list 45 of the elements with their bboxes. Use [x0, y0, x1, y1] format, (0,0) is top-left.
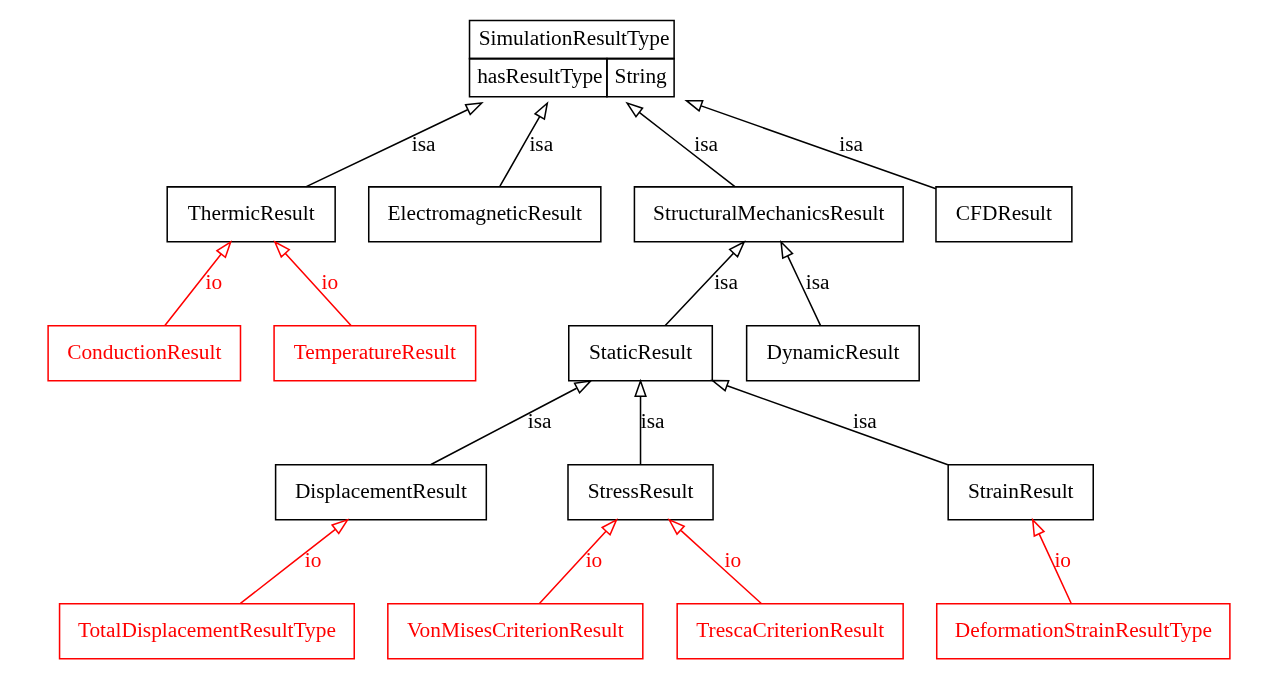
node-box: ElectromagneticResult — [368, 186, 602, 243]
edge-label: isa — [529, 131, 554, 156]
node-box: VonMisesCriterionResult — [387, 602, 644, 660]
node-box: DynamicResult — [745, 325, 920, 382]
edge-label: isa — [527, 409, 552, 434]
arrow — [625, 101, 736, 188]
edge-label: io — [724, 548, 742, 573]
node-box: TrescaCriterionResult — [676, 602, 904, 660]
edge-label: isa — [805, 270, 830, 295]
arrow — [164, 240, 233, 327]
edge-label: io — [304, 548, 322, 573]
arrow — [684, 99, 937, 190]
edge-label: isa — [694, 131, 719, 156]
arrow — [664, 240, 746, 327]
edge-label: isa — [411, 131, 436, 156]
node-box: StaticResult — [568, 325, 714, 382]
edge-label: isa — [839, 131, 864, 156]
arrow — [780, 239, 822, 327]
node-box: ConductionResult — [47, 325, 242, 382]
arrow — [667, 518, 763, 605]
arrow — [239, 518, 350, 605]
arrow — [634, 378, 647, 466]
edge-label: io — [321, 270, 339, 295]
arrow — [538, 518, 619, 605]
edge-label: io — [1054, 548, 1072, 573]
node-box: StressResult — [567, 464, 714, 521]
arrow — [499, 101, 549, 187]
arrow — [430, 379, 593, 466]
node-box: StrainResult — [947, 464, 1094, 521]
edge-label: isa — [640, 409, 665, 434]
node-box: DeformationStrainResultType — [935, 602, 1231, 660]
arrow — [1031, 517, 1072, 605]
edge-label: io — [585, 548, 603, 573]
arrow — [710, 379, 949, 466]
node-box: ThermicResult — [166, 186, 336, 243]
node-box: DisplacementResult — [274, 464, 488, 521]
node-box: CFDResult — [935, 186, 1073, 243]
node-box: StructuralMechanicsResult — [633, 186, 904, 243]
edge-label: isa — [853, 409, 877, 434]
arrow — [305, 102, 484, 188]
node-box: TemperatureResult — [273, 325, 477, 382]
arrow — [273, 240, 352, 327]
node-box: TotalDisplacementResultType — [58, 602, 355, 660]
edge-label: isa — [714, 270, 738, 295]
edge-label: io — [205, 270, 223, 295]
